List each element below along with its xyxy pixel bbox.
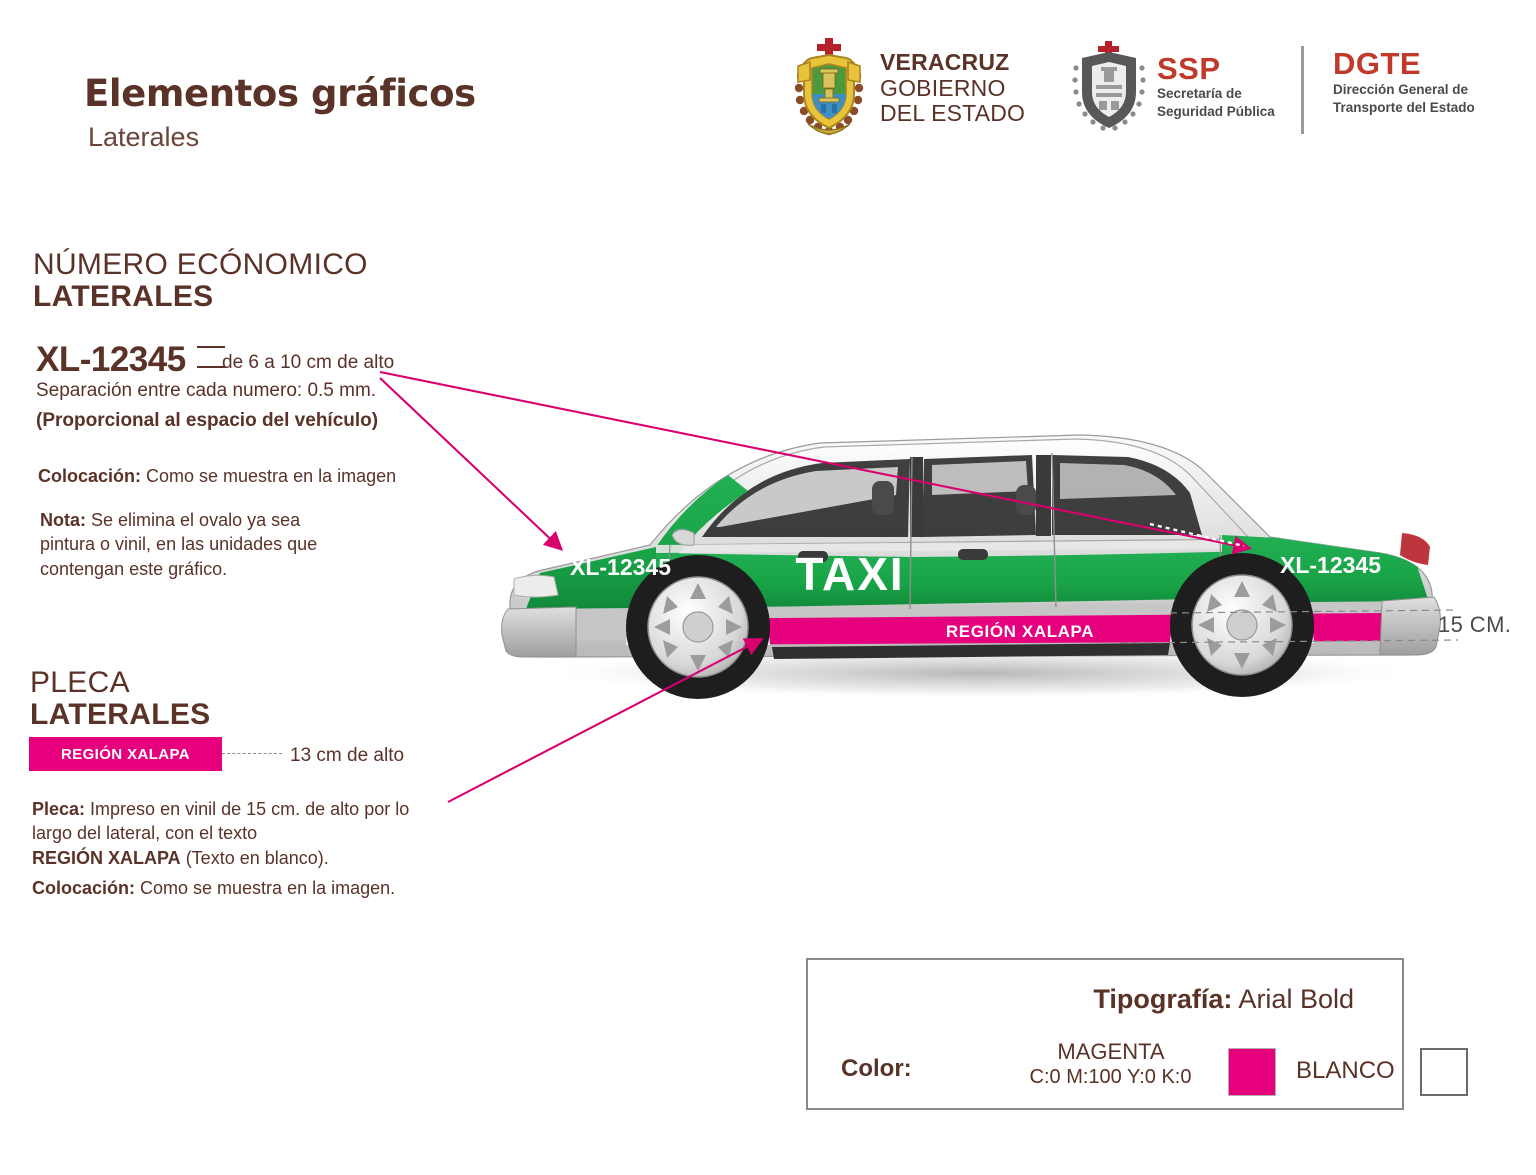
ssp-subline-1: Secretaría de xyxy=(1157,85,1242,101)
specification-box: Tipografía: Arial Bold Color: MAGENTA C:… xyxy=(806,958,1468,1110)
section-title-pleca: PLECA LATERALES xyxy=(30,668,210,730)
rear-wheel xyxy=(1170,553,1314,697)
pleca-desc-label: Pleca: xyxy=(32,799,86,819)
numero-title-line1: NÚMERO ECÓNOMICO xyxy=(33,248,368,281)
typography-spec: Tipografía: Arial Bold xyxy=(1093,984,1354,1015)
veracruz-coat-of-arms-icon xyxy=(790,36,868,141)
colocacion-text-1: Como se muestra en la imagen xyxy=(141,466,397,486)
pleca-description: Pleca: Impreso en vinil de 15 cm. de alt… xyxy=(32,797,442,870)
section-title-numero-economico: NÚMERO ECÓNOMICO LATERALES xyxy=(33,250,368,312)
pleca-dimension-leader xyxy=(222,753,282,754)
pleca-dimension-label: 13 cm de alto xyxy=(290,745,405,766)
blanco-color-name: BLANCO xyxy=(1296,1057,1395,1084)
nota-label-1: Nota: xyxy=(40,510,86,530)
height-bracket-icon xyxy=(197,346,225,368)
logo-ssp: SSP Secretaría de Seguridad Pública xyxy=(1072,40,1275,135)
blanco-color-chip xyxy=(1420,1048,1468,1096)
colocacion-label-1: Colocación: xyxy=(38,466,142,486)
numero-title-line2: LATERALES xyxy=(33,280,214,313)
vehicle-rear-number: XL-12345 xyxy=(1280,552,1381,578)
veracruz-line1: VERACRUZ xyxy=(880,48,1010,75)
colocacion-text-2: Como se muestra en la imagen. xyxy=(135,878,396,898)
logo-dgte: DGTE Dirección General de Transporte del… xyxy=(1333,46,1475,117)
magenta-cmyk-values: C:0 M:100 Y:0 K:0 xyxy=(1029,1066,1192,1088)
vehicle-dimension-callout: 15 CM. xyxy=(1438,612,1512,637)
typography-label: Tipografía: xyxy=(1093,984,1233,1014)
ssp-acronym: SSP xyxy=(1157,50,1221,86)
logo-veracruz: VERACRUZ GOBIERNO DEL ESTADO xyxy=(790,36,1025,141)
pleca-desc-bold-2: REGIÓN XALAPA xyxy=(32,847,181,868)
header-divider xyxy=(1301,46,1304,134)
page-subtitle: Laterales xyxy=(88,122,200,152)
pleca-title-line2: LATERALES xyxy=(30,698,211,731)
ssp-subline-2: Seguridad Pública xyxy=(1157,104,1275,120)
colocacion-note-pleca: Colocación: Como se muestra en la imagen… xyxy=(32,878,395,899)
veracruz-line3: DEL ESTADO xyxy=(880,100,1026,127)
magenta-color-chip xyxy=(1228,1048,1276,1096)
vehicle-stripe-text: REGIÓN XALAPA xyxy=(946,622,1094,641)
colocacion-label-2: Colocación: xyxy=(32,878,136,898)
veracruz-line2: GOBIERNO xyxy=(880,74,1006,101)
vehicle-door-taxi-text: TAXI xyxy=(795,548,904,600)
color-spec-label: Color: xyxy=(841,1055,912,1082)
nota-text-1: Se elimina el ovalo ya sea pintura o vin… xyxy=(40,510,318,579)
veracruz-wordmark: VERACRUZ GOBIERNO DEL ESTADO xyxy=(880,48,1026,127)
dgte-acronym: DGTE xyxy=(1333,46,1422,81)
proportional-note: (Proporcional al espacio del vehículo) xyxy=(36,410,379,431)
taxi-vehicle-illustration: XL-12345 TAXI XL-12345 REGIÓN XALAPA xyxy=(480,395,1460,725)
height-note: de 6 a 10 cm de alto xyxy=(222,352,395,373)
pleca-swatch-sample: REGIÓN XALAPA xyxy=(29,737,222,771)
magenta-color-name: MAGENTA xyxy=(1057,1039,1165,1064)
dgte-subline-1: Dirección General de xyxy=(1333,81,1469,97)
separation-note: Separación entre cada numero: 0.5 mm. xyxy=(36,380,377,401)
dgte-subline-2: Transporte del Estado xyxy=(1333,99,1475,115)
pleca-swatch-text: REGIÓN XALAPA xyxy=(60,745,191,763)
pleca-desc-text-1: Impreso en vinil de 15 cm. de alto por l… xyxy=(32,799,410,844)
page-title: Elementos gráficos xyxy=(84,72,476,115)
pleca-title-line1: PLECA xyxy=(30,666,130,699)
ssp-wordmark: SSP Secretaría de Seguridad Pública xyxy=(1157,53,1275,123)
pleca-desc-text-2: (Texto en blanco). xyxy=(180,847,329,868)
sample-economic-number: XL-12345 xyxy=(36,340,186,379)
typography-value: Arial Bold xyxy=(1232,984,1354,1014)
colocacion-note-numero: Colocación: Como se muestra en la imagen xyxy=(38,466,396,487)
ssp-shield-icon xyxy=(1072,40,1146,135)
vehicle-front-number: XL-12345 xyxy=(570,554,671,580)
nota-note-numero: Nota: Se elimina el ovalo ya sea pintura… xyxy=(40,508,340,581)
